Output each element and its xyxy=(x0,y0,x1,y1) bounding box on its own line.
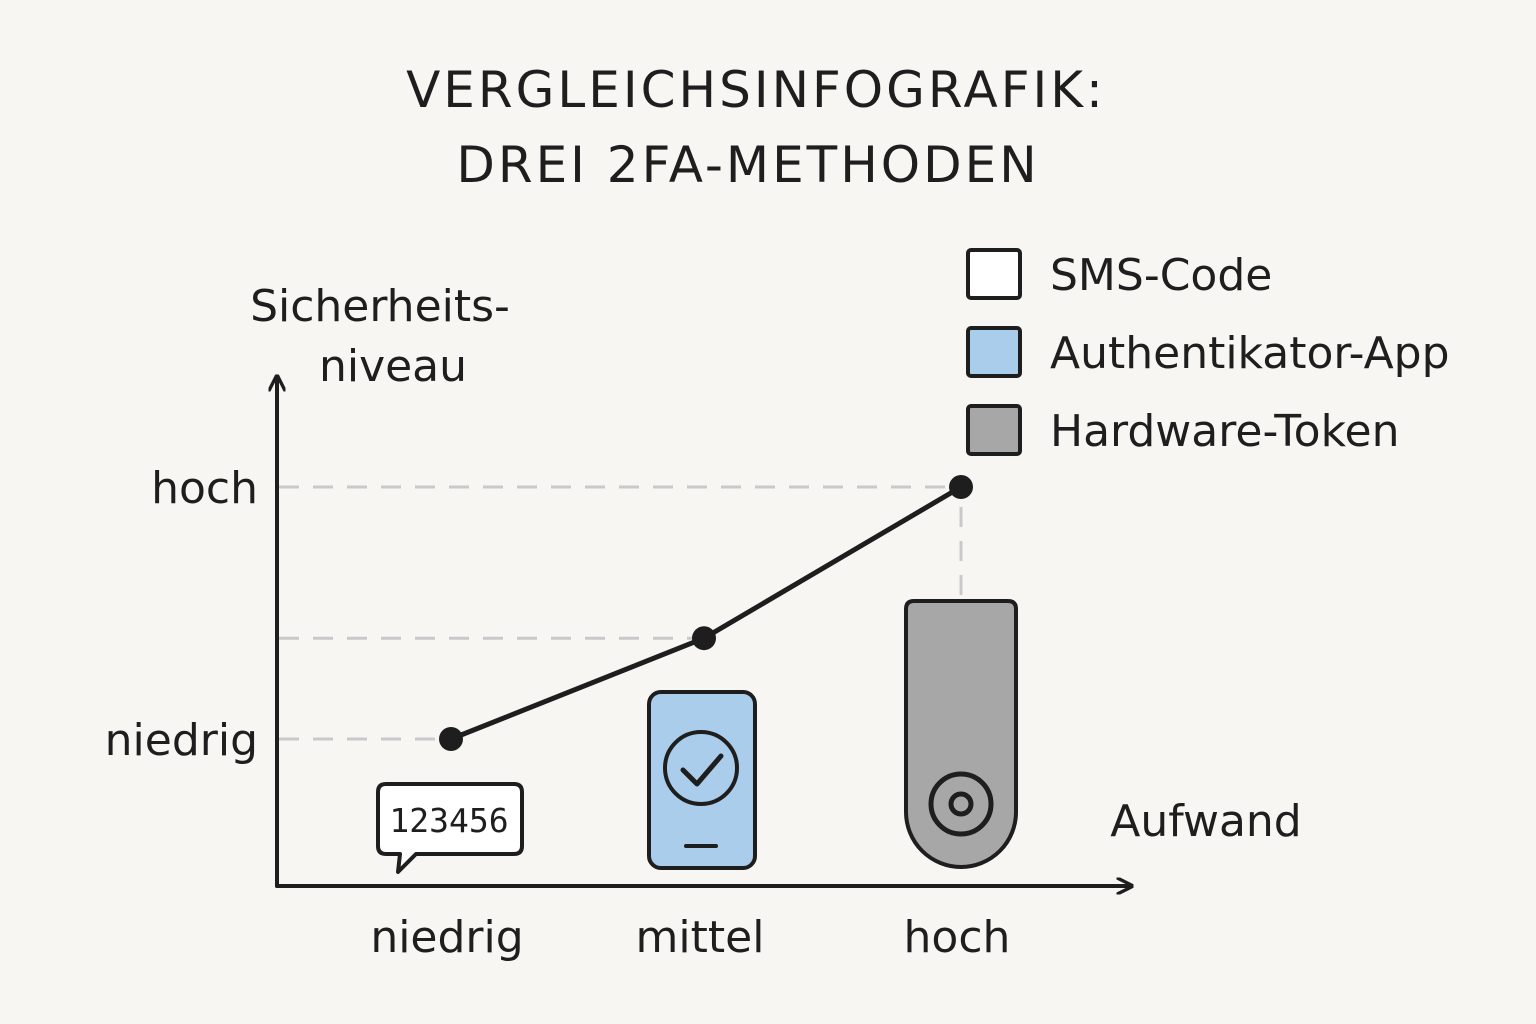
legend-label: Authentikator-App xyxy=(1050,328,1450,379)
sms-code-text: 123456 xyxy=(389,801,508,840)
x-tick-label: mittel xyxy=(636,912,765,963)
usb-key-icon xyxy=(904,599,1018,869)
data-point xyxy=(439,727,463,751)
data-point xyxy=(692,626,716,651)
x-tick-label: hoch xyxy=(904,912,1011,963)
speech-bubble-icon xyxy=(376,782,524,874)
authenticator-app-icon xyxy=(647,690,757,870)
legend-swatch xyxy=(966,326,1022,378)
legend-label: SMS-Code xyxy=(1050,250,1272,301)
y-tick-labels: niedrig hoch xyxy=(105,463,258,766)
x-tick-labels: niedrig mittel hoch xyxy=(370,912,1010,963)
chart-title-line-1: VERGLEICHSINFOGRAFIK: xyxy=(406,61,1106,119)
token-button-outer xyxy=(928,771,994,837)
hardware-token-icon xyxy=(904,599,1018,869)
chart-title-line-2: DREI 2FA-METHODEN xyxy=(456,136,1039,194)
series-security-level xyxy=(439,475,973,751)
y-tick-label: niedrig xyxy=(105,715,258,766)
legend-swatch xyxy=(966,404,1022,456)
checkmark-circle-icon xyxy=(663,730,739,806)
y-axis-label-line-2: niveau xyxy=(319,341,467,392)
legend-label: Hardware-Token xyxy=(1050,406,1399,457)
data-point xyxy=(949,475,973,499)
legend-swatch xyxy=(966,248,1022,300)
x-axis-label: Aufwand xyxy=(1110,796,1301,847)
sms-code-icon: 123456 xyxy=(376,782,524,874)
guide-lines xyxy=(279,485,963,741)
token-button-inner xyxy=(948,791,974,817)
y-tick-label: hoch xyxy=(151,463,258,514)
x-tick-label: niedrig xyxy=(370,912,523,963)
y-axis-label-line-1: Sicherheits- xyxy=(250,281,510,332)
checkmark-icon xyxy=(680,753,724,787)
